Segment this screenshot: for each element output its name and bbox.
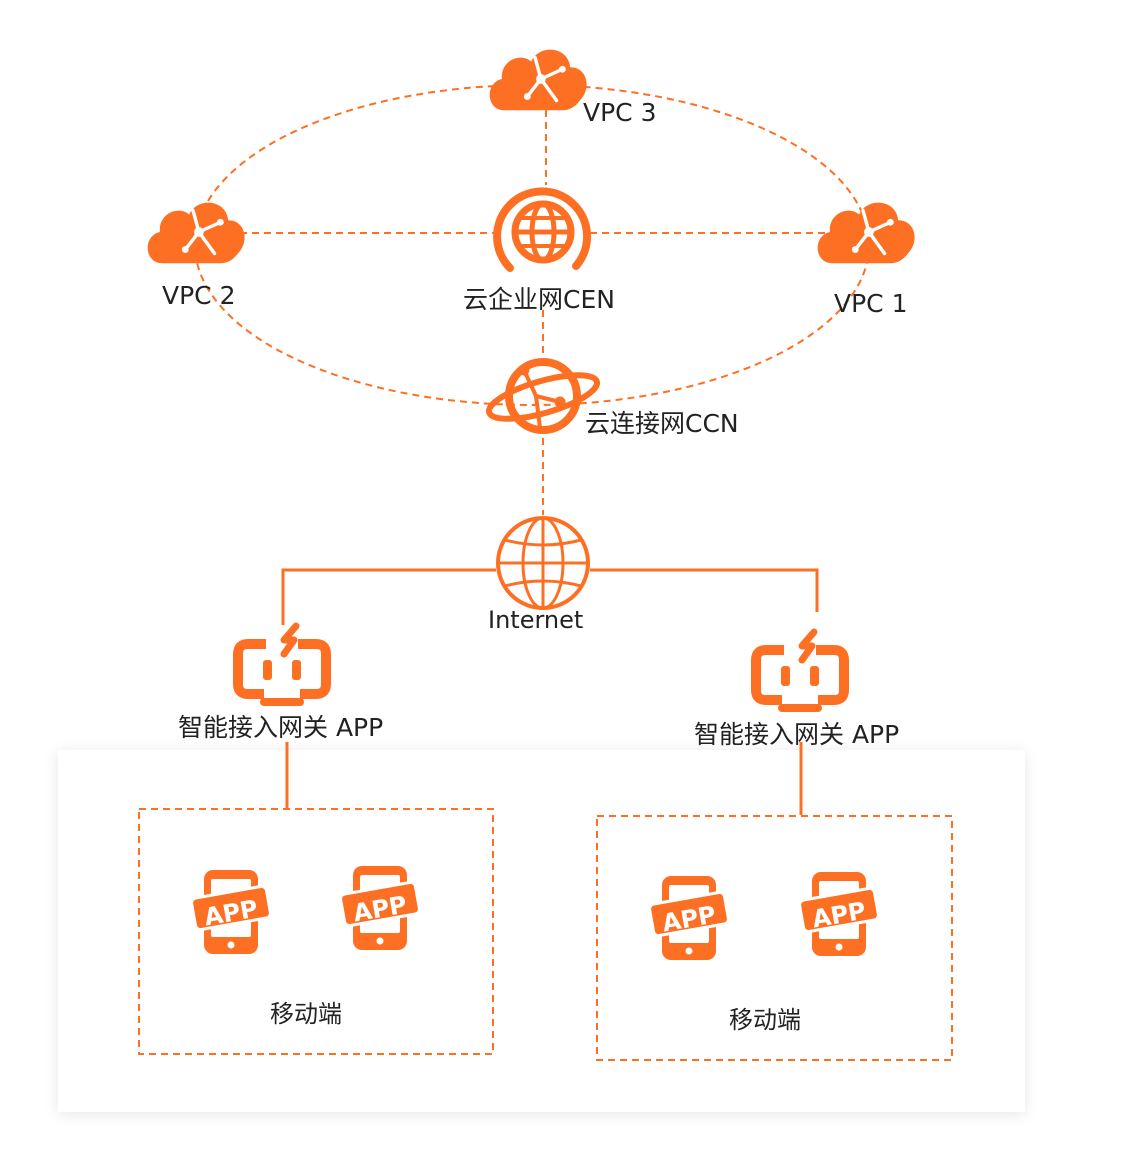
vpc3-label: VPC 3 [583, 98, 657, 127]
gateway-left-icon [238, 626, 326, 702]
gateway-right-label: 智能接入网关 APP [694, 720, 900, 749]
dashed-links [240, 110, 828, 515]
mobile-group-left-label: 移动端 [270, 1000, 342, 1028]
cen-label: 云企业网CEN [463, 285, 615, 314]
ccn-label: 云连接网CCN [585, 409, 739, 438]
internet-label: Internet [488, 606, 584, 634]
vpc2-label: VPC 2 [162, 281, 236, 310]
vpc3-cloud-icon [487, 47, 589, 112]
gateway-right-icon [756, 632, 844, 708]
solid-links [281, 568, 819, 815]
vpc1-cloud-icon [815, 200, 917, 265]
internet-globe-icon [496, 516, 590, 610]
vpc2-cloud-icon [145, 200, 247, 265]
gateway-left-label: 智能接入网关 APP [178, 713, 384, 742]
ccn-orbit-globe-icon [485, 358, 601, 434]
vpc1-label: VPC 1 [834, 289, 908, 318]
mobile-group-right-label: 移动端 [729, 1006, 801, 1034]
cen-network-globe-icon [493, 187, 592, 272]
